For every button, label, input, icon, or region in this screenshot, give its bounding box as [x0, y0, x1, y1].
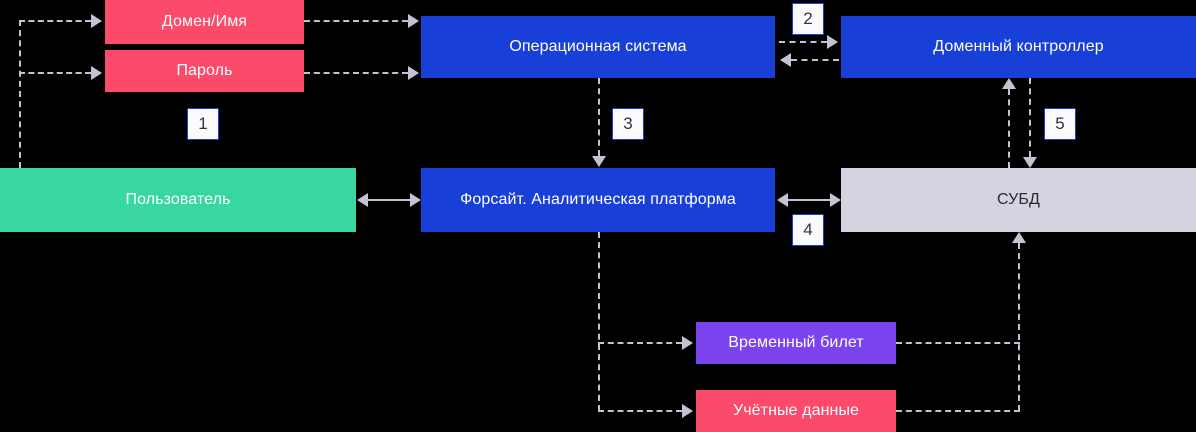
node-user[interactable]: Пользователь — [0, 168, 356, 232]
node-dbms-label: СУБД — [997, 190, 1040, 208]
step-badge-5-label: 5 — [1055, 114, 1065, 133]
connector-os-to-dc — [779, 41, 827, 43]
connector-to-credentials — [598, 410, 682, 412]
step-badge-3: 3 — [612, 108, 644, 140]
node-temporary-ticket-label: Временный билет — [728, 333, 864, 351]
connector-password-to-os — [304, 72, 408, 74]
connector-to-domain-name — [19, 20, 91, 22]
step-badge-2-label: 2 — [803, 9, 813, 28]
arrowhead-dc-to-os — [780, 53, 791, 67]
arrowhead-artefacts-to-dbms — [1012, 232, 1026, 243]
node-operating-system[interactable]: Операционная система — [421, 16, 775, 78]
arrowhead-password-to-os — [408, 66, 419, 80]
arrowhead-dbms-to-platform — [777, 193, 788, 207]
arrowhead-to-temp-ticket — [682, 336, 693, 350]
arrowhead-to-domain-name — [91, 14, 102, 28]
connector-to-temp-ticket — [598, 342, 682, 344]
connector-domain-to-os — [304, 20, 408, 22]
node-password-label: Пароль — [176, 61, 233, 79]
arrowhead-user-to-platform — [410, 193, 421, 207]
node-foresight-platform-label: Форсайт. Аналитическая платформа — [460, 190, 736, 208]
step-badge-4: 4 — [792, 214, 824, 246]
node-temporary-ticket[interactable]: Временный билет — [696, 322, 896, 364]
connector-to-password — [19, 72, 91, 74]
arrowhead-domain-to-os — [408, 14, 419, 28]
arrowhead-platform-to-user — [357, 193, 368, 207]
node-foresight-platform[interactable]: Форсайт. Аналитическая платформа — [421, 168, 775, 232]
step-badge-2: 2 — [792, 3, 824, 35]
connector-dc-to-dbms-down — [1029, 78, 1031, 157]
connector-user-platform — [367, 199, 411, 201]
connector-user-to-credentials-riser — [19, 20, 21, 168]
connector-artefacts-to-dbms-riser — [1018, 243, 1020, 411]
step-badge-3-label: 3 — [623, 114, 633, 133]
arrowhead-platform-to-dbms — [830, 193, 841, 207]
arrowhead-to-password — [91, 66, 102, 80]
arrowhead-dbms-to-dc — [1002, 78, 1016, 89]
node-dbms[interactable]: СУБД — [841, 168, 1196, 232]
step-badge-1: 1 — [187, 108, 219, 140]
connector-platform-down-riser — [598, 232, 600, 411]
node-operating-system-label: Операционная система — [509, 37, 687, 55]
node-user-label: Пользователь — [125, 190, 231, 208]
arrowhead-to-credentials — [682, 404, 693, 418]
node-credentials[interactable]: Учётные данные — [696, 390, 896, 432]
connector-dc-to-os — [791, 59, 839, 61]
connector-temp-ticket-right — [896, 342, 1020, 344]
connector-os-to-platform — [598, 78, 600, 156]
node-domain-controller-label: Доменный контроллер — [933, 37, 1104, 55]
step-badge-4-label: 4 — [803, 220, 813, 239]
connector-platform-dbms — [787, 199, 831, 201]
node-credentials-label: Учётные данные — [732, 401, 860, 419]
connector-dbms-to-dc-up — [1008, 89, 1010, 168]
arrowhead-os-to-dc — [827, 35, 838, 49]
node-password[interactable]: Пароль — [105, 50, 304, 92]
node-domain-controller[interactable]: Доменный контроллер — [841, 16, 1196, 78]
connector-credentials-right — [896, 410, 1020, 412]
arrowhead-os-to-platform — [592, 156, 606, 167]
node-domain-name-label: Домен/Имя — [161, 12, 248, 30]
step-badge-1-label: 1 — [198, 114, 208, 133]
step-badge-5: 5 — [1044, 108, 1076, 140]
arrowhead-dc-to-dbms — [1023, 157, 1037, 168]
node-domain-name[interactable]: Домен/Имя — [105, 0, 304, 44]
